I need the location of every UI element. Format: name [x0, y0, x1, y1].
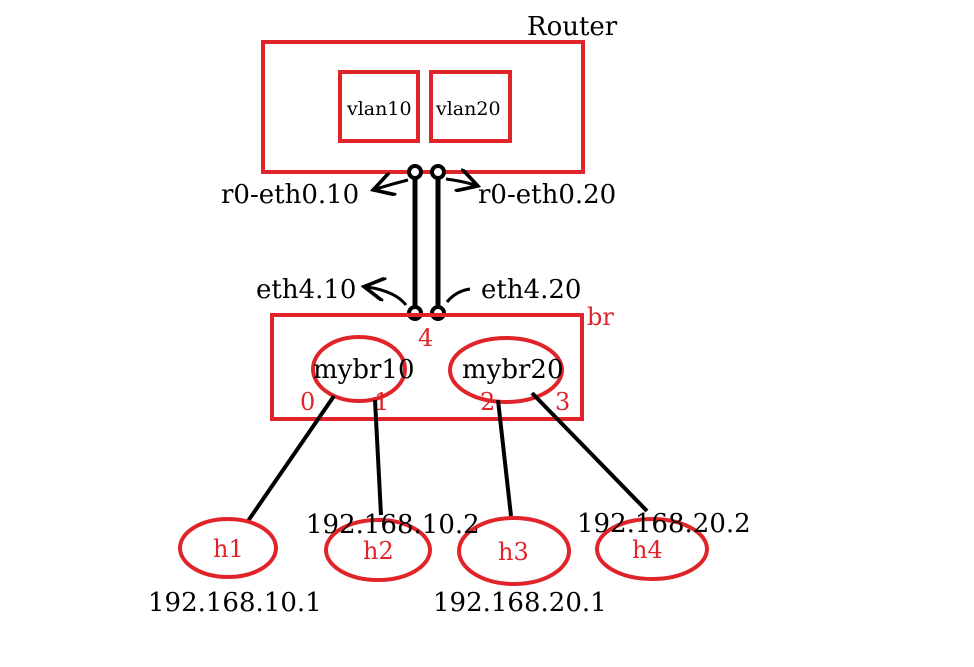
arrow-r0-eth0-20: [445, 179, 475, 185]
mybr10-node: [311, 335, 407, 403]
link-h2: [373, 399, 383, 516]
mybr20-node: [448, 336, 564, 404]
host-h1-label: h1: [213, 535, 244, 563]
link-h4: [530, 391, 649, 513]
bridge-uplink-port: 4: [418, 324, 433, 352]
host-h3-label: h3: [498, 538, 529, 566]
ip-h2: 192.168.10.2: [306, 510, 480, 540]
link-h3: [496, 399, 513, 517]
router-title: Router: [527, 12, 618, 42]
label-eth4-20: eth4.20: [481, 275, 581, 305]
host-h4-label: h4: [632, 536, 663, 564]
bridge-port-3: 3: [555, 388, 570, 416]
bridge-port-2: 2: [480, 388, 495, 416]
arrow-r0-eth0-10: [376, 180, 409, 189]
ip-h3: 192.168.20.1: [433, 588, 607, 618]
router-port-right: [430, 164, 446, 180]
mybr10-label: mybr10: [313, 355, 415, 385]
vlan10-label: vlan10: [346, 98, 412, 120]
host-h3: [457, 516, 571, 586]
bridge-box: [270, 313, 584, 421]
link-h1: [246, 394, 336, 523]
vlan20-label: vlan20: [435, 98, 501, 120]
ip-h4: 192.168.20.2: [577, 509, 751, 539]
host-h1: [178, 517, 278, 579]
arrow-eth4-20: [445, 287, 471, 303]
host-h2: [324, 518, 432, 582]
router-box: [261, 40, 585, 174]
host-h2-label: h2: [363, 537, 394, 565]
vlan10-box: [338, 70, 420, 143]
bridge-port-1: 1: [374, 388, 389, 416]
bridge-port-0: 0: [300, 388, 315, 416]
router-port-left: [407, 164, 423, 180]
label-r0-eth0-10: r0-eth0.10: [221, 180, 359, 210]
ip-h1: 192.168.10.1: [148, 588, 322, 618]
label-eth4-10: eth4.10: [256, 275, 356, 305]
vlan20-box: [429, 70, 512, 143]
label-r0-eth0-20: r0-eth0.20: [478, 180, 616, 210]
arrow-eth4-10: [367, 287, 408, 306]
mybr20-label: mybr20: [462, 355, 564, 385]
bridge-title: br: [587, 303, 614, 331]
host-h4: [595, 517, 709, 581]
